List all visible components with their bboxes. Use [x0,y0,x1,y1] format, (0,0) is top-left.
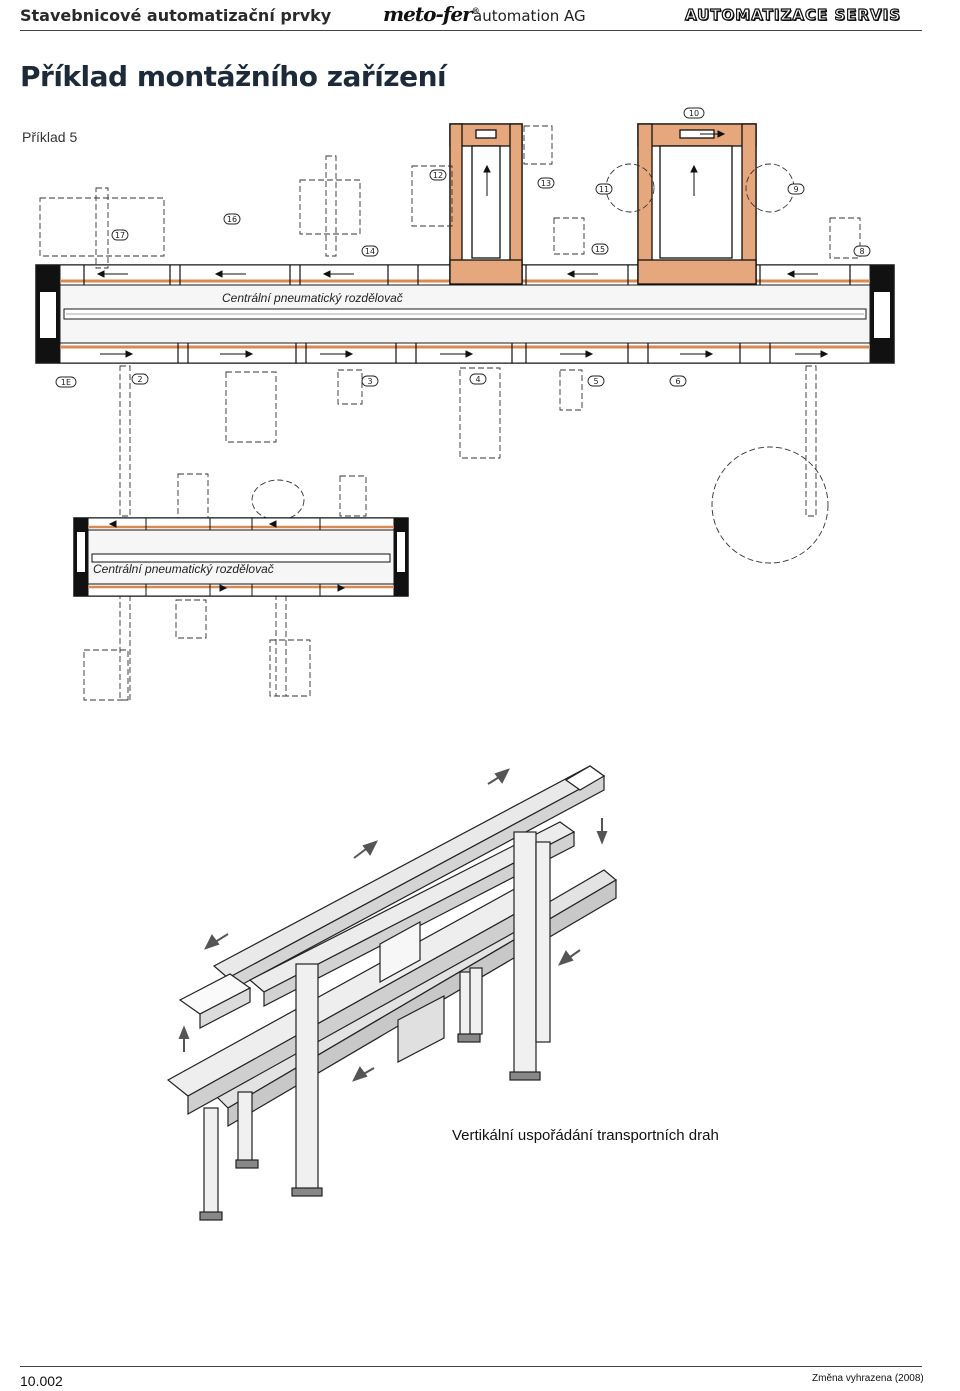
station-number: 16 [227,215,237,224]
page-subtitle: Příklad 5 [22,129,78,145]
station-number: 1E [61,378,71,387]
company-name: AUTOMATIZACE SERVIS [684,5,902,24]
station-number: 15 [595,245,605,254]
header-section-title: Stavebnicové automatizační prvky [20,6,332,25]
station-number-bubbles: 10 9 11 13 12 17 16 14 15 8 1E 2 3 4 5 6 [55,107,871,388]
page-title: Příklad montážního zařízení [20,60,447,93]
station-sketches [39,125,861,701]
station-number: 17 [115,231,125,240]
station-number: 8 [859,247,864,256]
station-number: 6 [675,377,680,386]
flow-arrows [178,768,608,1082]
brand-logo: meto-fer® [383,2,480,26]
header-divider [20,30,922,31]
station-number: 4 [475,375,480,384]
isometric-caption: Vertikální uspořádání transportních drah [452,1127,719,1144]
station-number: 12 [433,171,443,180]
station-number: 2 [137,375,142,384]
footer-note: Změna vyhrazena (2008) [812,1373,924,1384]
station-number: 11 [599,185,609,194]
page-number: 10.002 [20,1373,63,1389]
station-number: 14 [365,247,375,256]
manifold-label-small: Centrální pneumatický rozdělovač [93,562,274,576]
isometric-view [166,765,618,1221]
lower-conveyor-system [73,517,409,597]
upper-conveyor-system [35,123,895,364]
station-number: 3 [367,377,372,386]
station-number: 13 [541,179,551,188]
footer-divider [20,1366,922,1367]
station-number: 9 [793,185,798,194]
station-number: 5 [593,377,598,386]
station-number: 10 [689,109,699,118]
brand-suffix: automation AG [473,7,586,25]
manifold-label-main: Centrální pneumatický rozdělovač [222,291,403,305]
